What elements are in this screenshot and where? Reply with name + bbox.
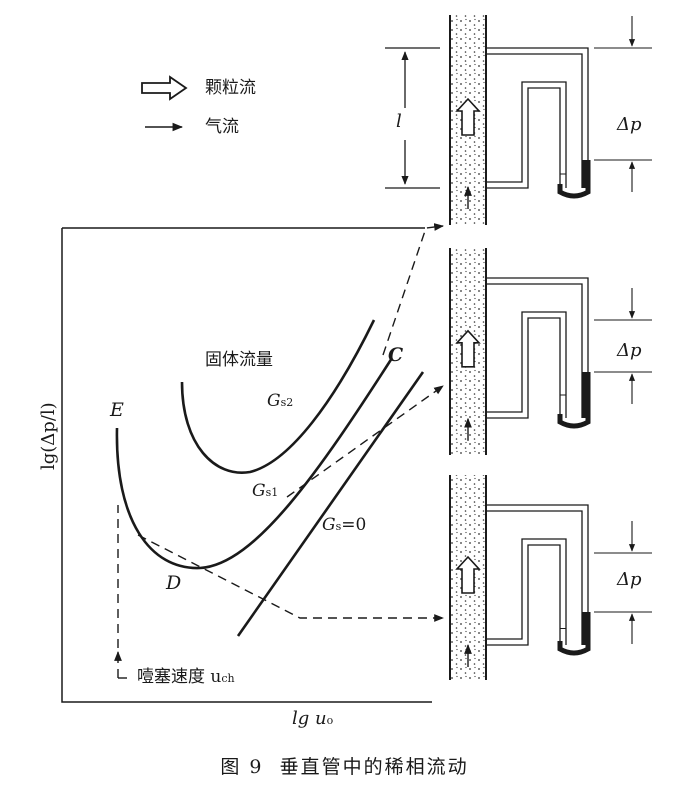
tube-mid-particle-arrow-icon <box>455 329 481 368</box>
legend-gas-flow-label: 气流 <box>205 117 239 137</box>
manometer-top-liquid <box>557 160 591 199</box>
dash-d-to-bottom-tube <box>137 534 444 622</box>
gs0-value: =0 <box>341 515 367 535</box>
solid-flow-label: 固体流量 <box>205 350 273 370</box>
choking-text: 噎塞速度 u <box>137 667 222 687</box>
manometer-bottom-liquid <box>557 612 591 656</box>
manometer-mid-inner-b <box>486 311 567 418</box>
gs1-letter: G <box>252 481 266 501</box>
legend-symbols <box>141 75 188 132</box>
tube-top-particle-arrow-icon <box>455 97 481 136</box>
manometer-bottom-outer-b <box>486 510 583 645</box>
dash-c-to-top-tube <box>382 223 444 356</box>
gs0-letter: G <box>322 515 336 535</box>
gs0-label: Gs=0 <box>322 517 366 534</box>
dp-label-top: Δp <box>617 114 642 135</box>
manometer-mid-outer-a <box>486 277 589 418</box>
x-axis-label-text: lg u <box>292 708 327 729</box>
point-d-label: D <box>166 572 182 594</box>
manometer-mid-liquid <box>557 372 591 429</box>
figure-number: 图 9 <box>220 756 264 778</box>
manometer-bottom-outer-a <box>486 504 589 645</box>
manometer-top-outer-b <box>486 53 583 188</box>
dp-label-bottom: Δp <box>617 569 642 590</box>
tube-group <box>449 15 652 680</box>
point-e-label: E <box>110 399 124 421</box>
gs1-sub: s1 <box>265 486 279 499</box>
choking-sub: ch <box>221 672 235 685</box>
legend-particle-flow-label: 颗粒流 <box>205 78 256 98</box>
gs2-letter: G <box>267 391 281 411</box>
tube-length-label: l <box>396 111 402 132</box>
manometer-bottom-inner-a <box>486 544 561 646</box>
plot-frame <box>61 227 432 703</box>
curve-gs2 <box>180 319 376 474</box>
y-axis-label: lg(Δp/l) <box>38 402 59 470</box>
dash-gs1-to-mid-tube <box>286 385 444 498</box>
point-c-label: C <box>388 344 404 366</box>
gs2-sub: s2 <box>280 396 294 409</box>
manometer-mid-inner-a <box>486 317 561 419</box>
particle-flow-arrow-icon <box>141 75 188 101</box>
manometer-mid-outer-b <box>486 283 583 418</box>
x-axis-label: lg uo <box>292 710 333 728</box>
gs1-label: Gs1 <box>252 483 278 500</box>
dp-label-mid: Δp <box>617 340 642 361</box>
length-dimension <box>385 47 440 189</box>
x-axis-label-sub: o <box>326 714 334 727</box>
choking-velocity-label: 噎塞速度 uch <box>137 669 235 686</box>
y-axis-label-text: lg(Δp/l) <box>38 402 59 470</box>
gs0-sub: s <box>335 520 342 533</box>
manometer-top-outer-a <box>486 47 589 188</box>
manometer-top-inner-a <box>486 87 561 189</box>
figure-caption: 图 9 垂直管中的稀相流动 <box>0 752 689 779</box>
tube-bottom-particle-arrow-icon <box>455 555 481 594</box>
curves <box>115 319 425 637</box>
curve-gs0 <box>236 371 425 637</box>
gs2-label: Gs2 <box>267 393 293 410</box>
dashed-lines <box>117 223 444 679</box>
manometer-top-inner-b <box>486 81 567 188</box>
figure-title: 垂直管中的稀相流动 <box>279 756 469 778</box>
manometer-bottom-inner-b <box>486 538 567 645</box>
curve-gs1 <box>115 357 394 570</box>
